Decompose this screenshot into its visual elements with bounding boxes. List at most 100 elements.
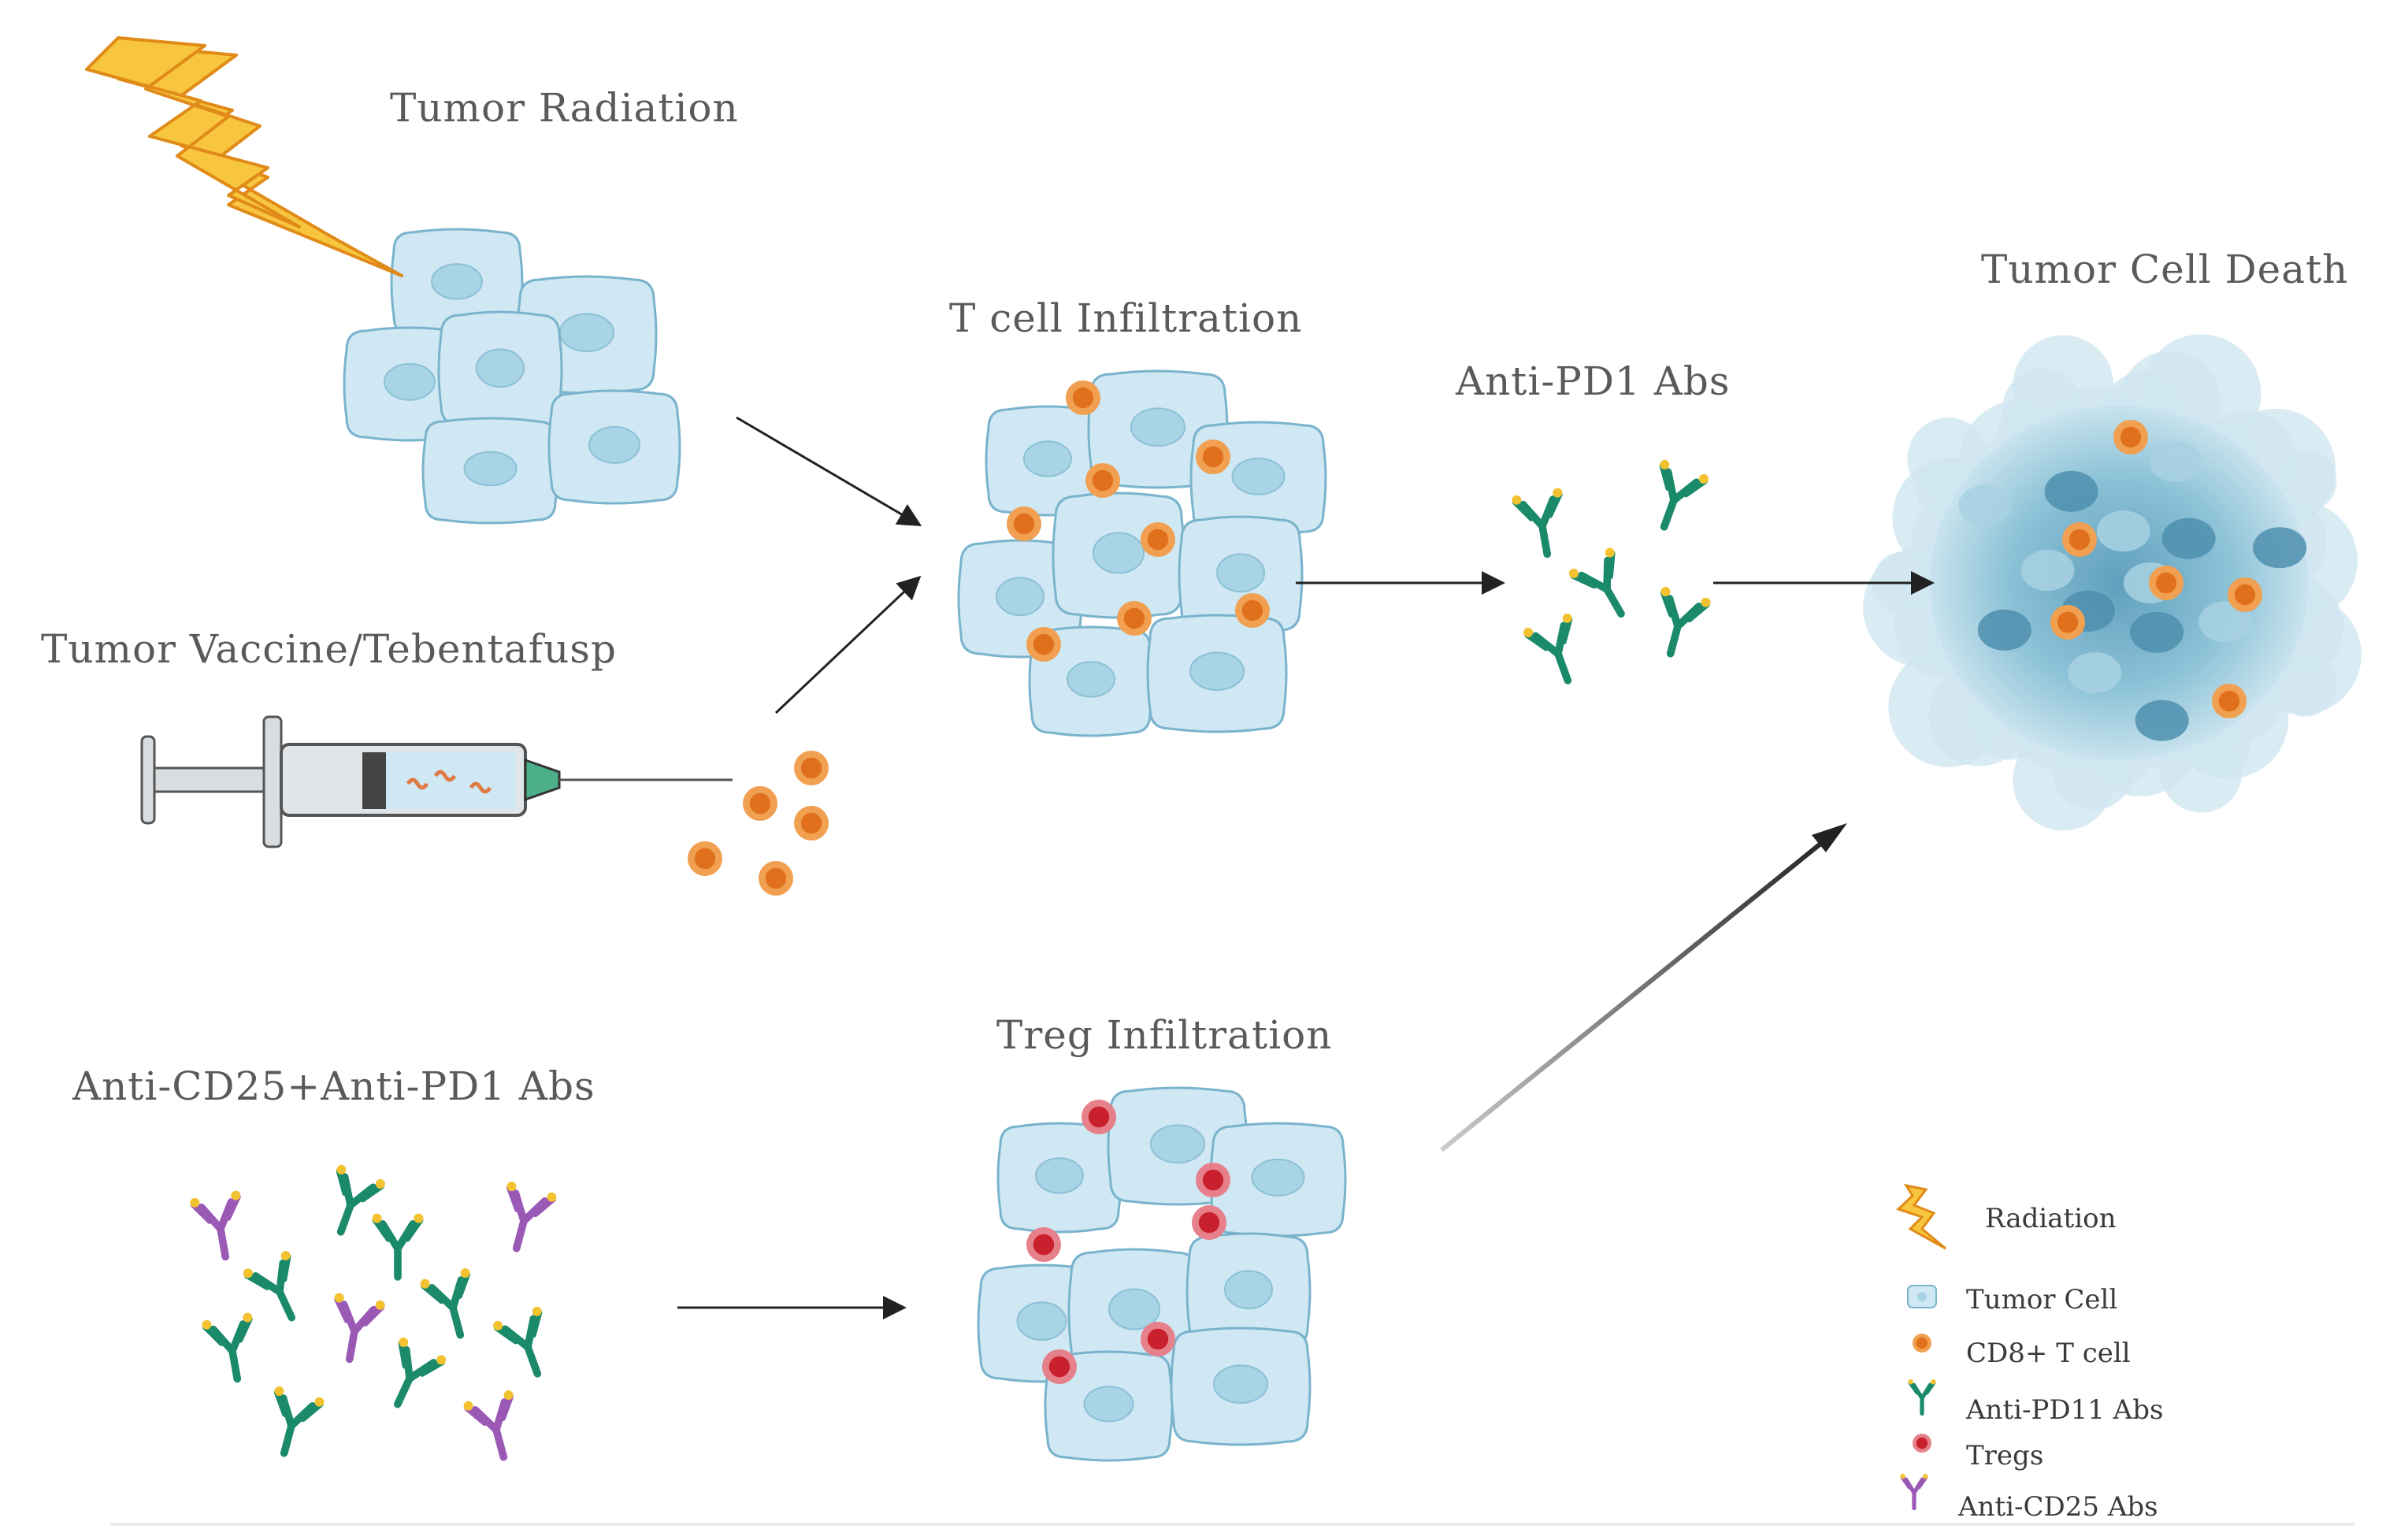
antibody-icon	[336, 1164, 385, 1236]
antibody-icon	[1523, 613, 1573, 685]
treg-icon	[1026, 1227, 1061, 1262]
cell-nucleus	[1130, 407, 1185, 447]
t-cell-markers	[688, 380, 2262, 1384]
cell-nucleus	[1231, 457, 1286, 495]
cd8-t-cell-icon	[794, 806, 829, 841]
cd8-t-cell-icon	[1085, 463, 1120, 498]
dead-cell-fragment	[2161, 518, 2216, 559]
tumor-cell-icon	[1209, 1122, 1347, 1238]
anti-pd1-abs-label: Anti-PD1 Abs	[1456, 358, 1731, 404]
cell-nucleus	[384, 362, 436, 401]
cd8-t-cell-icon	[1007, 507, 1041, 541]
treg-infiltration-label: Treg Infiltration	[996, 1012, 1333, 1058]
dead-cell-fragment	[2198, 601, 2253, 643]
tumor-cell-death-label: Tumor Cell Death	[1981, 247, 2349, 292]
dead-cell-fragment	[2253, 527, 2307, 569]
treg-icon	[1141, 1322, 1175, 1356]
cell-nucleus	[431, 263, 483, 300]
cell-nucleus	[1150, 1124, 1205, 1163]
cell-nucleus	[463, 451, 518, 487]
treg-icon	[1082, 1100, 1116, 1134]
cell-nucleus	[559, 313, 614, 353]
dead-cell-fragment	[1958, 484, 2013, 526]
dead-cell-fragment	[2149, 441, 2203, 483]
tumor-cell-icon	[421, 417, 559, 525]
cell-nucleus	[476, 348, 525, 388]
cd8-t-cell-icon	[2050, 605, 2085, 640]
tumor-cell-icon	[1044, 1350, 1174, 1462]
cd8-t-cell-icon	[1117, 601, 1152, 636]
antibody-icon	[372, 1213, 424, 1281]
dead-cell-fragment	[2020, 549, 2075, 591]
cd8-t-cell-icon	[2212, 684, 2247, 718]
cd8-t-cell-icon	[1066, 380, 1100, 415]
antibody-icon	[493, 1306, 543, 1378]
antibody-icon	[190, 1190, 241, 1261]
cd8-t-cell-icon	[1141, 522, 1175, 557]
cd8-t-cell-icon	[2113, 420, 2148, 455]
legend-anti-cd25-label: Anti-CD25 Abs	[1958, 1491, 2158, 1523]
vaccine-peptide	[433, 770, 457, 782]
tumor-cell-icon	[390, 228, 524, 340]
cell-nucleus	[1023, 440, 1072, 477]
cd8-t-cell-icon	[2149, 566, 2184, 600]
dead-cell-fragment	[2130, 611, 2184, 653]
cell-nucleus	[1108, 1288, 1160, 1330]
cd8-t-cell-icon	[688, 841, 722, 876]
cell-nucleus	[1093, 532, 1145, 574]
tumor-cell-icon	[1028, 625, 1154, 737]
cell-nucleus	[1189, 651, 1245, 692]
dead-cell-fragment	[2068, 651, 2122, 693]
dead-cell-fragment	[2135, 699, 2189, 741]
dead-cell-fragment	[2096, 510, 2150, 552]
tumor-cell-icon	[547, 389, 681, 505]
lightning-bolt-icon	[1896, 1183, 1946, 1250]
legend-tumor-cell-label: Tumor Cell	[1966, 1284, 2118, 1315]
tumor-vaccine-label: Tumor Vaccine/Tebentafusp	[41, 626, 617, 672]
antibody-icon	[334, 1293, 385, 1364]
treg-icon	[1913, 1434, 1931, 1453]
cell-nucleus	[1224, 1270, 1273, 1309]
arrow-head	[1812, 823, 1847, 852]
legend-radiation-label: Radiation	[1985, 1203, 2117, 1234]
cell-nucleus	[1251, 1158, 1305, 1197]
cd8-t-cell-icon	[794, 751, 829, 785]
antibody-icon	[506, 1182, 557, 1252]
tumor-cell-icon	[437, 310, 563, 430]
cd8-t-cell-icon	[1913, 1334, 1931, 1353]
vaccine-peptide	[406, 777, 429, 790]
antibody-icon	[273, 1386, 325, 1457]
antibody-icon	[1900, 1473, 1928, 1511]
vaccine-peptide	[469, 781, 492, 794]
lightning-bolt-icon	[85, 36, 403, 277]
flow-arrow	[1440, 833, 1833, 1152]
cell-nucleus	[1067, 661, 1115, 698]
legend-tregs-label: Tregs	[1966, 1440, 2044, 1471]
tumor-cell-death-cluster	[1863, 334, 2362, 831]
dead-cell-fragment	[1977, 609, 2031, 651]
tumor-cell-icon	[1170, 1327, 1312, 1446]
flow-arrow	[736, 416, 922, 527]
cd8-t-cell-icon	[759, 861, 793, 896]
antibody-icon	[1568, 547, 1625, 618]
cell-nucleus	[1016, 1301, 1067, 1341]
anti-cd25-pd1-label: Anti-CD25+Anti-PD1 Abs	[72, 1063, 596, 1109]
cd8-t-cell-icon	[2062, 522, 2097, 557]
syringe-icon	[140, 715, 733, 848]
cell-nucleus	[1213, 1364, 1268, 1404]
dead-cell-fragment	[2044, 470, 2098, 512]
cd8-t-cell-icon	[1235, 593, 1270, 628]
cd8-t-cell-icon	[1196, 440, 1230, 474]
t-cell-infiltration-label: T cell Infiltration	[949, 295, 1303, 341]
antibody-icon	[1512, 488, 1563, 558]
tumor-cell-icon	[996, 1122, 1122, 1234]
antibody-icon	[463, 1390, 514, 1461]
misc-graphics	[85, 36, 2355, 1526]
cell-nucleus	[1216, 553, 1265, 593]
tumor-cell-icon	[1146, 614, 1288, 733]
treg-icon	[1192, 1205, 1226, 1240]
legend-anti-pd11-label: Anti-PD11 Abs	[1966, 1394, 2164, 1426]
antibody-icon	[1660, 587, 1711, 658]
